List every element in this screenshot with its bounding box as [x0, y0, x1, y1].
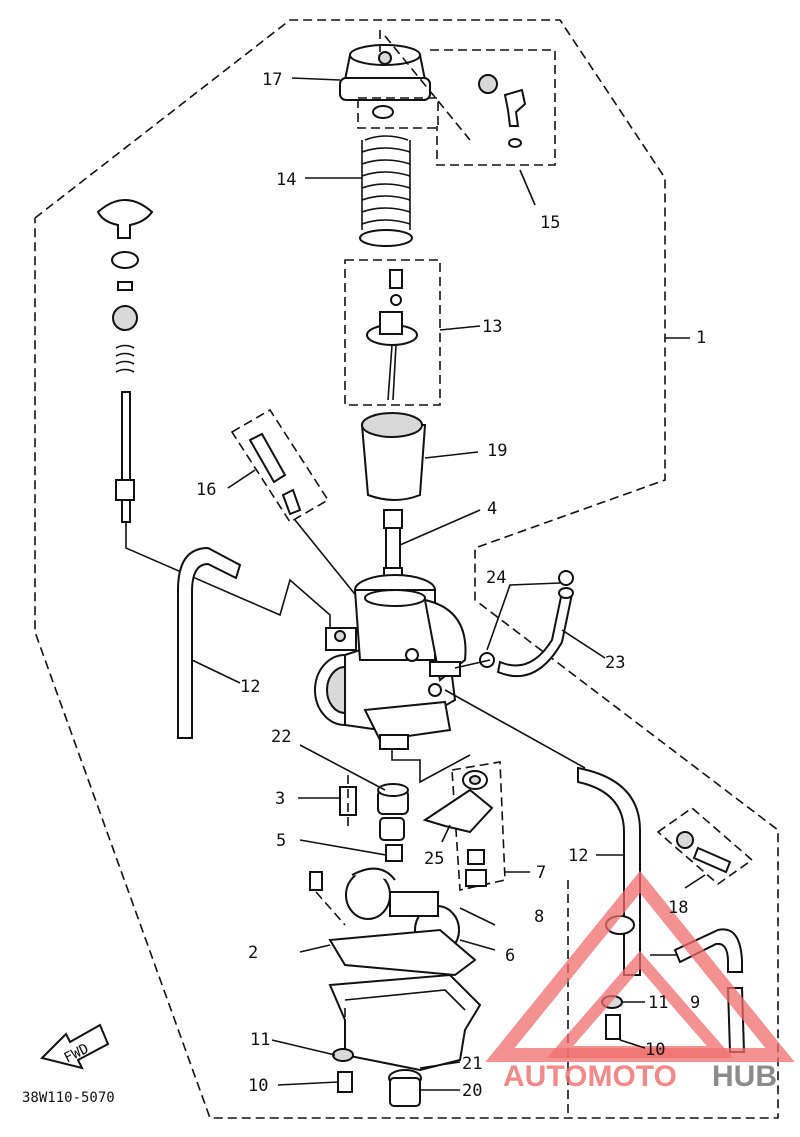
part-10-screw-right: [605, 1014, 621, 1040]
callout-10-left: 10: [248, 1076, 268, 1096]
part-15-fitting: [478, 74, 527, 148]
callout-2: 2: [248, 943, 258, 963]
callout-12-left: 12: [240, 677, 260, 697]
group-18-box: [656, 806, 754, 886]
guide-24: [486, 582, 561, 651]
callout-4: 4: [487, 499, 497, 519]
drawing-code: 38W110-5070: [22, 1090, 115, 1106]
group-7-box: [451, 761, 506, 891]
part-11-washer-left: [332, 1048, 354, 1062]
float-bowl: [328, 973, 482, 1072]
carburetor-body: [314, 574, 467, 750]
part-12-left-hose: [177, 546, 242, 739]
callout-22: 22: [271, 727, 291, 747]
throttle-cable-parts: [96, 199, 154, 523]
guide-16: [294, 519, 359, 599]
callout-12-right: 12: [568, 846, 588, 866]
callout-9: 9: [690, 993, 700, 1013]
guide-24b: [454, 659, 491, 669]
callout-19: 19: [487, 441, 507, 461]
part-7-float-valve: [422, 770, 494, 887]
part-13-needle: [366, 269, 418, 401]
callout-1: 1: [696, 328, 706, 348]
assembly-boundary: [34, 19, 779, 1119]
group-15-box: [430, 49, 556, 166]
guide-15: [384, 35, 471, 141]
callout-21: 21: [462, 1054, 482, 1074]
callout-11-right: 11: [648, 993, 668, 1013]
part-19-throttle-valve: [360, 412, 427, 501]
guide-12-right: [444, 689, 586, 769]
callout-10-right: 10: [645, 1040, 665, 1060]
part-18-screw: [676, 831, 732, 874]
callout-20: 20: [462, 1081, 482, 1101]
callout-13: 13: [482, 317, 502, 337]
part-22-jet-holder: [377, 783, 409, 815]
callout-18: 18: [668, 898, 688, 918]
guide-8: [315, 891, 346, 926]
fwd-direction-arrow: FWD: [40, 1023, 110, 1070]
cable-leader: [125, 522, 331, 630]
group-16-box: [230, 408, 330, 524]
callout-15: 15: [540, 213, 560, 233]
part-16-pilot-screw: [248, 432, 302, 516]
callout-16: 16: [196, 480, 216, 500]
callout-24: 24: [486, 568, 506, 588]
callout-17: 17: [262, 70, 282, 90]
watermark-text-hub: HUB: [712, 1060, 777, 1093]
callout-5: 5: [276, 831, 286, 851]
callout-leaders: [191, 77, 706, 1091]
part-23-hose: [496, 587, 574, 678]
callout-6: 6: [505, 946, 515, 966]
callout-7: 7: [536, 863, 546, 883]
callout-8: 8: [534, 907, 544, 927]
guide-22: [391, 748, 471, 784]
watermark-text-automoto: AUTOMOTO: [503, 1060, 677, 1093]
callout-14: 14: [276, 170, 296, 190]
part-17-top-cap: [339, 44, 431, 119]
part-14-spring: [359, 135, 413, 247]
part-10-drain-screw-left: [337, 1071, 353, 1093]
group-17-box: [357, 97, 439, 129]
group-13-box: [344, 259, 441, 406]
part-20-plug: [389, 1077, 421, 1107]
callout-23: 23: [605, 653, 625, 673]
watermark-logo: [485, 870, 795, 1062]
callout-3: 3: [275, 789, 285, 809]
callout-11-left: 11: [250, 1030, 270, 1050]
callout-25: 25: [424, 849, 444, 869]
guide-8b: [459, 907, 496, 926]
part-2-gasket: [328, 928, 477, 977]
part-3-starter-jet: [339, 786, 357, 816]
part-5-main-jet-parts: [379, 817, 405, 862]
part-4-needle-jet: [383, 509, 403, 583]
